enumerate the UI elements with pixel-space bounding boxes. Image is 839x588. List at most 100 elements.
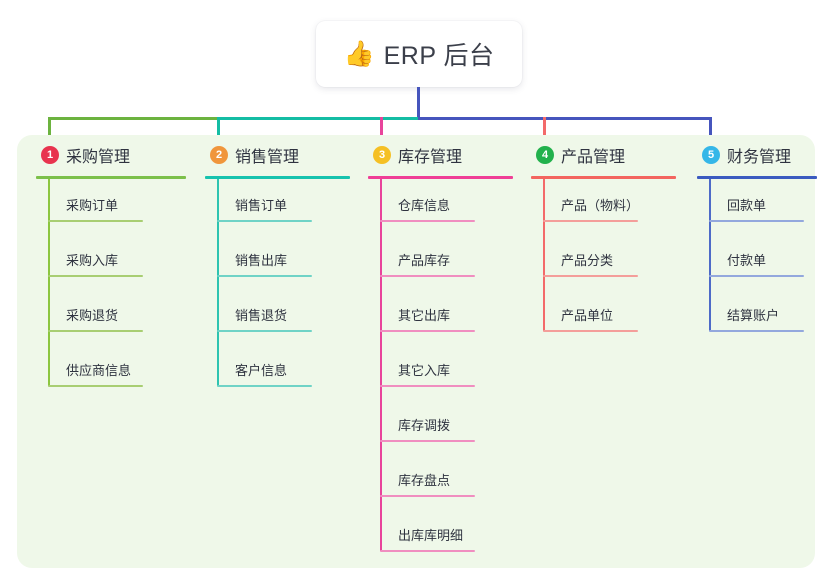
thumbs-up-icon: 👍 (343, 39, 375, 68)
branch-column-4: 4 产品管理产品（物料） 产品分类产品单位 (531, 143, 676, 344)
leaf-item[interactable]: 销售订单 (205, 179, 350, 234)
branch-header-rule (368, 176, 513, 179)
leaf-item-label: 销售退货 (235, 308, 288, 323)
leaf-item-rule (217, 220, 312, 222)
leaf-item-label: 销售订单 (235, 198, 288, 213)
leaf-item[interactable]: 仓库信息 (368, 179, 513, 234)
branch-header-5[interactable]: 5 财务管理 (697, 143, 817, 167)
leaf-item[interactable]: 库存盘点 (368, 454, 513, 509)
leaf-item-rule (380, 440, 475, 442)
branch-title-label: 财务管理 (727, 149, 792, 166)
leaf-item[interactable]: 采购退货 (36, 289, 186, 344)
leaf-list: 销售订单销售出库销售退货客户信息 (205, 179, 350, 399)
leaf-spine (48, 179, 50, 386)
leaf-item-rule (380, 550, 475, 552)
branch-column-5: 5 财务管理回款单付款单结算账户 (697, 143, 817, 344)
leaf-item-label: 供应商信息 (66, 363, 132, 378)
leaf-item-rule (380, 385, 475, 387)
leaf-item-label: 采购入库 (66, 253, 119, 268)
leaf-item-rule (217, 385, 312, 387)
leaf-spine (380, 179, 382, 551)
leaf-item[interactable]: 产品单位 (531, 289, 676, 344)
leaf-item-rule (48, 275, 143, 277)
leaf-list: 产品（物料） 产品分类产品单位 (531, 179, 676, 344)
leaf-item-rule (380, 495, 475, 497)
leaf-item[interactable]: 客户信息 (205, 344, 350, 399)
connector-bus-segment-3 (418, 117, 712, 120)
leaf-item-rule (217, 330, 312, 332)
branch-header-rule (531, 176, 676, 179)
branch-title-label: 产品管理 (561, 149, 626, 166)
leaf-item-rule (48, 330, 143, 332)
leaf-item-rule (709, 220, 804, 222)
leaf-item[interactable]: 销售退货 (205, 289, 350, 344)
leaf-item-rule (48, 385, 143, 387)
leaf-item-label: 仓库信息 (398, 198, 451, 213)
leaf-item-rule (380, 275, 475, 277)
leaf-item[interactable]: 供应商信息 (36, 344, 186, 399)
root-node-card[interactable]: 👍 ERP 后台 (316, 21, 522, 87)
leaf-item[interactable]: 产品库存 (368, 234, 513, 289)
leaf-item-label: 出库库明细 (398, 528, 464, 543)
branch-number-badge: 5 (702, 146, 720, 164)
leaf-spine (543, 179, 545, 331)
branch-title-label: 库存管理 (398, 149, 463, 166)
leaf-item-rule (380, 220, 475, 222)
branch-header-rule (205, 176, 350, 179)
branch-header-rule (697, 176, 817, 179)
branch-column-2: 2 销售管理销售订单销售出库销售退货客户信息 (205, 143, 350, 399)
leaf-spine (709, 179, 711, 331)
leaf-item-rule (543, 275, 638, 277)
leaf-item-label: 其它入库 (398, 363, 451, 378)
leaf-item-label: 产品分类 (561, 253, 614, 268)
branch-header-rule (36, 176, 186, 179)
connector-root-stem (417, 87, 420, 120)
leaf-list: 采购订单采购入库采购退货供应商信息 (36, 179, 186, 399)
branch-column-3: 3 库存管理仓库信息产品库存其它出库其它入库库存调拨库存盘点出库库明细 (368, 143, 513, 564)
leaf-item-rule (543, 220, 638, 222)
branch-header-2[interactable]: 2 销售管理 (205, 143, 350, 167)
leaf-item-rule (709, 330, 804, 332)
leaf-item-label: 付款单 (727, 253, 767, 268)
leaf-item[interactable]: 采购入库 (36, 234, 186, 289)
branch-column-1: 1 采购管理采购订单采购入库采购退货供应商信息 (36, 143, 186, 399)
leaf-item[interactable]: 结算账户 (697, 289, 817, 344)
leaf-list: 回款单付款单结算账户 (697, 179, 817, 344)
leaf-item[interactable]: 库存调拨 (368, 399, 513, 454)
leaf-list: 仓库信息产品库存其它出库其它入库库存调拨库存盘点出库库明细 (368, 179, 513, 564)
leaf-item-rule (380, 330, 475, 332)
leaf-item-label: 客户信息 (235, 363, 288, 378)
connector-bus-segment-2 (217, 117, 419, 120)
leaf-item-label: 其它出库 (398, 308, 451, 323)
leaf-item[interactable]: 采购订单 (36, 179, 186, 234)
leaf-item-label: 销售出库 (235, 253, 288, 268)
leaf-item-label: 产品库存 (398, 253, 451, 268)
leaf-item[interactable]: 出库库明细 (368, 509, 513, 564)
leaf-item[interactable]: 产品（物料） (531, 179, 676, 234)
connector-bus-segment-1 (48, 117, 218, 120)
leaf-item-label: 采购退货 (66, 308, 119, 323)
leaf-item[interactable]: 销售出库 (205, 234, 350, 289)
branch-title-label: 销售管理 (235, 149, 300, 166)
leaf-item[interactable]: 回款单 (697, 179, 817, 234)
branch-number-badge: 2 (210, 146, 228, 164)
branch-header-1[interactable]: 1 采购管理 (36, 143, 186, 167)
branch-number-badge: 1 (41, 146, 59, 164)
leaf-item[interactable]: 付款单 (697, 234, 817, 289)
branch-number-badge: 3 (373, 146, 391, 164)
leaf-item-rule (48, 220, 143, 222)
leaf-item[interactable]: 其它入库 (368, 344, 513, 399)
leaf-item-label: 结算账户 (727, 308, 780, 323)
leaf-item-rule (709, 275, 804, 277)
leaf-item-rule (543, 330, 638, 332)
leaf-item-label: 库存调拨 (398, 418, 451, 433)
branch-header-3[interactable]: 3 库存管理 (368, 143, 513, 167)
branch-number-badge: 4 (536, 146, 554, 164)
branch-header-4[interactable]: 4 产品管理 (531, 143, 676, 167)
leaf-item[interactable]: 产品分类 (531, 234, 676, 289)
branch-title-label: 采购管理 (66, 149, 131, 166)
leaf-item-label: 库存盘点 (398, 473, 451, 488)
leaf-item-label: 产品（物料） (561, 198, 640, 213)
leaf-item[interactable]: 其它出库 (368, 289, 513, 344)
